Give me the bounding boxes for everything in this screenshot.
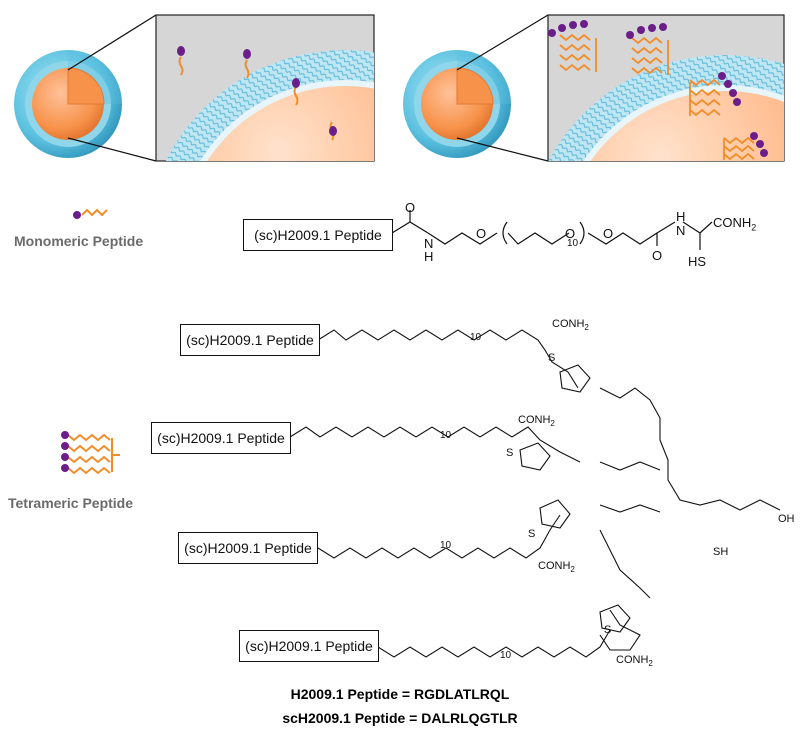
monomeric-peptide-label: Monomeric Peptide (14, 233, 144, 249)
nanoparticle-left (14, 14, 157, 162)
h2009-sequence: H2009.1 Peptide = RGDLATLRQL (290, 686, 510, 702)
sch2009-sequence: scH2009.1 Peptide = DALRLQGTLR (282, 710, 518, 726)
peg-repeat-label: 10 (500, 650, 512, 661)
inset-monomeric (155, 14, 375, 162)
tetrameric-peptide-inset (559, 33, 755, 161)
peptide-box-arm-4: (sc)H2009.1 Peptide (239, 630, 379, 662)
tetrameric-peptide-heads (548, 20, 768, 157)
peg-repeat-label: 10 (567, 238, 579, 249)
atom-label-o: O (476, 226, 487, 241)
nanoparticle-right (403, 14, 549, 162)
thiol-label: HS (688, 254, 707, 269)
atom-label-h: H (424, 249, 434, 264)
atom-label-n: N (676, 223, 686, 238)
tetrameric-peptide-icon (61, 431, 120, 475)
peg-repeat-label: 10 (470, 332, 482, 343)
atom-label-n: N (424, 236, 434, 251)
atom-label-s: S (548, 352, 556, 364)
peg-repeat-label: 10 (440, 540, 452, 551)
conh2-label: CONH2 (538, 560, 575, 575)
thiol-label-tetra: SH (713, 546, 729, 558)
monomeric-peptide-icon (73, 208, 108, 219)
acid-label: OH (778, 513, 795, 525)
conh2-label: CONH2 (518, 414, 555, 429)
conh2-label: CONH2 (552, 318, 589, 333)
monomeric-peptide-inset (177, 46, 337, 141)
atom-label-s: S (506, 447, 514, 459)
peptide-box-arm-3: (sc)H2009.1 Peptide (178, 532, 318, 564)
atom-label-s: S (528, 528, 536, 540)
tetrameric-structure (289, 329, 781, 658)
inset-tetrameric (547, 14, 785, 162)
peg-repeat-label: 10 (440, 430, 452, 441)
atom-label-o: O (652, 248, 663, 263)
tetrameric-peptide-label: Tetrameric Peptide (8, 495, 134, 511)
atom-label-o: O (603, 226, 614, 241)
atom-label-o: O (565, 226, 576, 241)
conh2-label: CONH2 (616, 654, 653, 669)
peptide-box-arm-1: (sc)H2009.1 Peptide (180, 324, 320, 356)
atom-label-o: O (405, 200, 416, 215)
monomeric-structure (391, 210, 713, 250)
atom-label-s: S (604, 624, 612, 636)
peptide-box-monomeric: (sc)H2009.1 Peptide (243, 219, 393, 251)
conh2-label: CONH2 (713, 215, 757, 233)
atom-label-h: H (676, 209, 686, 224)
peptide-box-arm-2: (sc)H2009.1 Peptide (151, 422, 291, 454)
